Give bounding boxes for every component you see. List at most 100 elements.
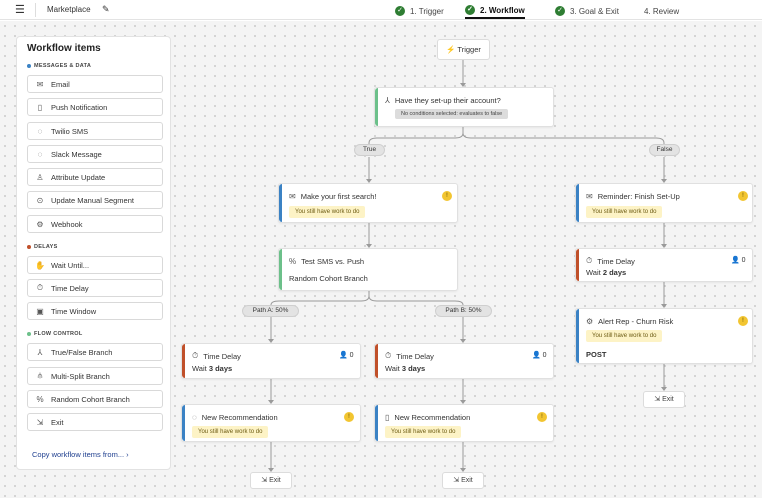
chat-bubble-icon: ◌ xyxy=(192,413,197,422)
step-goal-exit[interactable]: ✓ 3. Goal & Exit xyxy=(555,3,619,19)
warning-badge-icon: ! xyxy=(537,412,547,422)
item-exit[interactable]: ⇲Exit xyxy=(27,413,163,431)
stopwatch-icon: ⏱ xyxy=(36,283,44,292)
phone-icon: ▯ xyxy=(37,102,43,112)
envelope-icon: ✉ xyxy=(289,192,296,201)
path-b-label: Path B: 50% xyxy=(435,305,492,317)
item-attribute-update[interactable]: ♙Attribute Update xyxy=(27,168,163,186)
warning-badge-icon: ! xyxy=(442,191,452,201)
menu-icon[interactable]: ☰ xyxy=(15,4,25,16)
wait-duration: Wait 3 days xyxy=(192,364,233,373)
split-icon: ⫛ xyxy=(37,371,43,380)
decision-node[interactable]: ⅄Have they set-up their account? No cond… xyxy=(374,87,554,127)
check-icon: ✓ xyxy=(465,5,475,15)
exit-node-false[interactable]: ⇲ Exit xyxy=(643,391,685,408)
wait-duration: Wait 2 days xyxy=(586,268,627,277)
step-label: 4. Review xyxy=(644,6,680,16)
time-delay-node-path-b[interactable]: ⏱Time Delay 👤 0 Wait 3 days xyxy=(374,343,554,379)
warning-badge-icon: ! xyxy=(344,412,354,422)
item-push-notification[interactable]: ▯Push Notification xyxy=(27,98,163,116)
path-a-label: Path A: 50% xyxy=(242,305,299,317)
window-icon: ▣ xyxy=(36,306,44,316)
exit-icon: ⇲ xyxy=(654,396,663,403)
trigger-node[interactable]: ⚡ Trigger xyxy=(437,39,490,60)
sms-node-new-recommendation[interactable]: ◌New Recommendation ! You still have wor… xyxy=(181,404,361,442)
email-node-reminder[interactable]: ✉Reminder: Finish Set-Up ! You still hav… xyxy=(575,183,753,223)
section-delays: DELAYS xyxy=(27,244,58,250)
stopwatch-icon: ⏱ xyxy=(385,351,392,360)
stopwatch-icon: ⏱ xyxy=(586,256,593,265)
hand-icon: ✋ xyxy=(35,260,45,270)
phone-icon: ▯ xyxy=(385,413,390,422)
warning-note: You still have work to do xyxy=(586,330,663,342)
http-method: POST xyxy=(586,350,607,359)
true-branch-label: True xyxy=(354,144,385,156)
email-node-first-search[interactable]: ✉Make your first search! ! You still hav… xyxy=(278,183,458,223)
step-trigger[interactable]: ✓ 1. Trigger xyxy=(395,3,444,19)
push-node-new-recommendation[interactable]: ▯New Recommendation ! You still have wor… xyxy=(374,404,554,442)
user-count: 👤 0 xyxy=(532,352,547,359)
item-twilio-sms[interactable]: ◌Twilio SMS xyxy=(27,122,163,140)
item-true-false-branch[interactable]: ⅄True/False Branch xyxy=(27,343,163,361)
item-time-window[interactable]: ▣Time Window xyxy=(27,302,163,320)
item-time-delay[interactable]: ⏱Time Delay xyxy=(27,279,163,297)
app-name: Marketplace xyxy=(47,5,91,14)
wait-duration: Wait 3 days xyxy=(385,364,426,373)
warning-note: You still have work to do xyxy=(385,426,462,438)
user-count: 👤 0 xyxy=(731,257,746,264)
segment-icon: ⊙ xyxy=(36,195,44,205)
item-wait-until[interactable]: ✋Wait Until... xyxy=(27,256,163,274)
panel-title: Workflow items xyxy=(27,43,101,54)
top-bar: ☰ Marketplace ✎ ✓ 1. Trigger ✓ 2. Workflow… xyxy=(0,0,762,20)
copy-workflow-items-link[interactable]: Copy workflow items from... › xyxy=(32,450,129,459)
item-email[interactable]: ✉Email xyxy=(27,75,163,93)
step-label: 2. Workflow xyxy=(480,5,525,15)
item-update-manual-segment[interactable]: ⊙Update Manual Segment xyxy=(27,191,163,209)
user-icon: 👤 xyxy=(532,352,543,359)
workflow-items-panel: Workflow items MESSAGES & DATA ✉Email ▯P… xyxy=(16,36,171,470)
exit-node-path-a[interactable]: ⇲ Exit xyxy=(250,472,292,489)
warning-note: You still have work to do xyxy=(289,206,366,218)
node-subtitle: Random Cohort Branch xyxy=(289,274,368,283)
condition-note: No conditions selected: evaluates to fal… xyxy=(395,109,509,119)
divider xyxy=(35,3,36,17)
item-slack-message[interactable]: ◌Slack Message xyxy=(27,145,163,163)
time-delay-node-path-a[interactable]: ⏱Time Delay 👤 0 Wait 3 days xyxy=(181,343,361,379)
step-label: 1. Trigger xyxy=(410,6,444,16)
webhook-icon: ⚙ xyxy=(36,219,44,229)
step-review[interactable]: 4. Review xyxy=(644,3,679,19)
section-flow-control: FLOW CONTROL xyxy=(27,331,83,337)
user-icon: 👤 xyxy=(731,257,742,264)
webhook-icon: ⚙ xyxy=(586,317,594,326)
time-delay-node-false[interactable]: ⏱Time Delay 👤 0 Wait 2 days xyxy=(575,248,753,282)
user-icon: 👤 xyxy=(339,352,350,359)
exit-icon: ⇲ xyxy=(261,477,270,484)
envelope-icon: ✉ xyxy=(36,79,44,89)
edit-name-icon[interactable]: ✎ xyxy=(102,4,110,14)
section-messages-data: MESSAGES & DATA xyxy=(27,63,91,69)
user-edit-icon: ♙ xyxy=(36,172,44,182)
step-workflow[interactable]: ✓ 2. Workflow xyxy=(465,3,525,19)
webhook-node-alert-rep[interactable]: ⚙Alert Rep - Churn Risk ! You still have… xyxy=(575,308,753,364)
percent-icon: % xyxy=(289,257,297,266)
item-webhook[interactable]: ⚙Webhook xyxy=(27,215,163,233)
item-random-cohort-branch[interactable]: %Random Cohort Branch xyxy=(27,390,163,408)
exit-icon: ⇲ xyxy=(453,477,462,484)
branch-icon: ⅄ xyxy=(385,96,390,105)
check-icon: ✓ xyxy=(395,6,405,16)
item-multi-split-branch[interactable]: ⫛Multi-Split Branch xyxy=(27,367,163,385)
random-cohort-node[interactable]: %Test SMS vs. Push Random Cohort Branch xyxy=(278,248,458,291)
step-label: 3. Goal & Exit xyxy=(570,6,619,16)
check-icon: ✓ xyxy=(555,6,565,16)
exit-node-path-b[interactable]: ⇲ Exit xyxy=(442,472,484,489)
warning-badge-icon: ! xyxy=(738,191,748,201)
chat-bubble-icon: ◌ xyxy=(37,149,43,159)
false-branch-label: False xyxy=(649,144,680,156)
warning-note: You still have work to do xyxy=(192,426,269,438)
warning-note: You still have work to do xyxy=(586,206,663,218)
percent-icon: % xyxy=(36,394,44,404)
exit-icon: ⇲ xyxy=(36,417,44,427)
warning-badge-icon: ! xyxy=(738,316,748,326)
lightning-icon: ⚡ xyxy=(446,45,458,54)
